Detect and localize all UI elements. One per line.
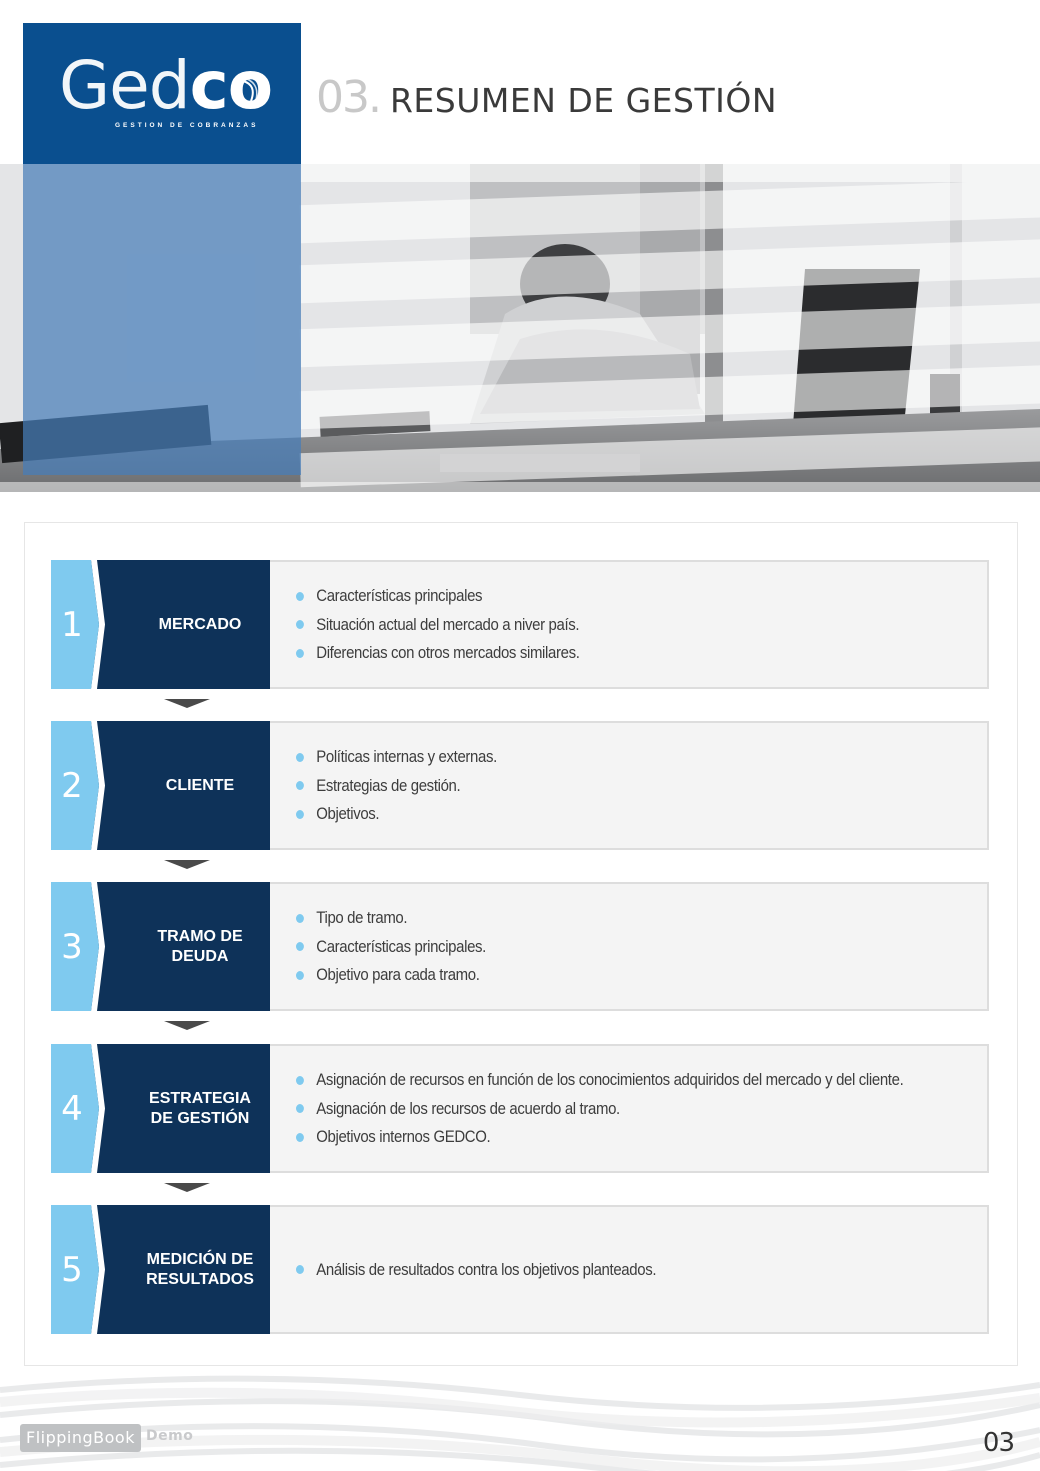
- bullet-text: Objetivo para cada tramo.: [316, 965, 480, 984]
- step-label: TRAMO DE DEUDA: [111, 882, 271, 1011]
- logo-text-co: co: [189, 47, 273, 124]
- bullet-text: Objetivos internos GEDCO.: [316, 1127, 491, 1146]
- bullet-text: Tipo de tramo.: [316, 908, 408, 927]
- bullet-item: Análisis de resultados contra los objeti…: [296, 1255, 904, 1284]
- demo-label: Demo: [146, 1428, 194, 1444]
- bullet-item: Características principales: [296, 582, 904, 611]
- bullet-item: Asignación de los recursos de acuerdo al…: [296, 1094, 904, 1123]
- bullet-item: Estrategias de gestión.: [296, 771, 904, 800]
- chevron-right-icon: [91, 882, 111, 1011]
- bullet-text: Objetivos.: [316, 804, 380, 823]
- bullet-dot-icon: [296, 913, 304, 923]
- step-number: 4: [51, 1044, 95, 1173]
- logo-swirl-icon: [242, 78, 258, 104]
- step-label: MEDICIÓN DE RESULTADOS: [111, 1205, 271, 1334]
- section-title: RESUMEN DE GESTIÓN: [389, 81, 778, 120]
- bullet-text: Situación actual del mercado a niver paí…: [316, 614, 580, 634]
- step-number: 2: [51, 721, 95, 850]
- bullet-dot-icon: [296, 809, 304, 819]
- chevron-right-icon: [91, 1044, 111, 1173]
- step-content: Tipo de tramo. Características principale…: [270, 882, 989, 1011]
- bullet-dot-icon: [296, 1104, 304, 1113]
- bullet-text: Estrategias de gestión.: [316, 775, 461, 795]
- arrow-down-icon: [164, 1183, 210, 1192]
- arrow-down-icon: [164, 860, 210, 869]
- bullet-text: Asignación de recursos en función de los…: [316, 1070, 904, 1089]
- gedco-logo: Gedco GESTION DE COBRANZAS: [23, 23, 301, 164]
- bullet-text: Políticas internas y externas.: [316, 747, 497, 766]
- logo-text-ged: Ged: [59, 47, 191, 124]
- arrow-down-icon: [164, 1021, 210, 1030]
- bullet-item: Objetivos.: [296, 800, 904, 829]
- step-number: 3: [51, 882, 95, 1011]
- step-content: Análisis de resultados contra los objeti…: [270, 1205, 989, 1334]
- step-label: MERCADO: [111, 560, 271, 689]
- header-photo: [0, 164, 1040, 492]
- bullet-dot-icon: [296, 1265, 304, 1274]
- step-content: Políticas internas y externas. Estrategia…: [270, 721, 989, 850]
- bullet-item: Políticas internas y externas.: [296, 743, 904, 772]
- bullet-item: Características principales.: [296, 932, 904, 961]
- flippingbook-badge[interactable]: FlippingBook: [20, 1424, 141, 1452]
- bullet-dot-icon: [296, 942, 304, 951]
- bullet-item: Diferencias con otros mercados similares…: [296, 639, 904, 668]
- bullet-text: Características principales: [316, 586, 483, 605]
- bullet-item: Objetivos internos GEDCO.: [296, 1123, 904, 1152]
- section-number: 03.: [316, 72, 382, 123]
- step-label: ESTRATEGIA DE GESTIÓN: [111, 1044, 271, 1173]
- bullet-dot-icon: [296, 781, 304, 790]
- footer-wave-decoration: [0, 1375, 1040, 1471]
- bullet-dot-icon: [296, 591, 304, 601]
- bullet-dot-icon: [296, 1132, 304, 1142]
- bullet-dot-icon: [296, 1075, 304, 1085]
- bullet-item: Asignación de recursos en función de los…: [296, 1066, 904, 1095]
- step-content: Asignación de recursos en función de los…: [270, 1044, 989, 1173]
- bullet-text: Asignación de los recursos de acuerdo al…: [316, 1098, 620, 1118]
- step-label: CLIENTE: [111, 721, 271, 850]
- page-number: 03: [982, 1428, 1015, 1458]
- bullet-dot-icon: [296, 752, 304, 762]
- bullet-dot-icon: [296, 970, 304, 980]
- step-number: 5: [51, 1205, 95, 1334]
- bullet-text: Características principales.: [316, 936, 486, 956]
- bullet-item: Situación actual del mercado a niver paí…: [296, 610, 904, 639]
- bullet-item: Objetivo para cada tramo.: [296, 961, 904, 990]
- page-title: 03. RESUMEN DE GESTIÓN: [316, 72, 778, 123]
- bullet-item: Tipo de tramo.: [296, 904, 904, 933]
- step-number: 1: [51, 560, 95, 689]
- bullet-text: Diferencias con otros mercados similares…: [316, 643, 580, 662]
- chevron-right-icon: [91, 560, 111, 689]
- logo-wordmark: Gedco: [59, 53, 273, 119]
- chevron-right-icon: [91, 1205, 111, 1334]
- bullet-dot-icon: [296, 620, 304, 629]
- bullet-text: Análisis de resultados contra los objeti…: [316, 1259, 657, 1279]
- bullet-dot-icon: [296, 648, 304, 658]
- arrow-down-icon: [164, 699, 210, 708]
- chevron-right-icon: [91, 721, 111, 850]
- logo-subtitle: GESTION DE COBRANZAS: [115, 122, 259, 129]
- blue-overlay-panel: [23, 164, 301, 475]
